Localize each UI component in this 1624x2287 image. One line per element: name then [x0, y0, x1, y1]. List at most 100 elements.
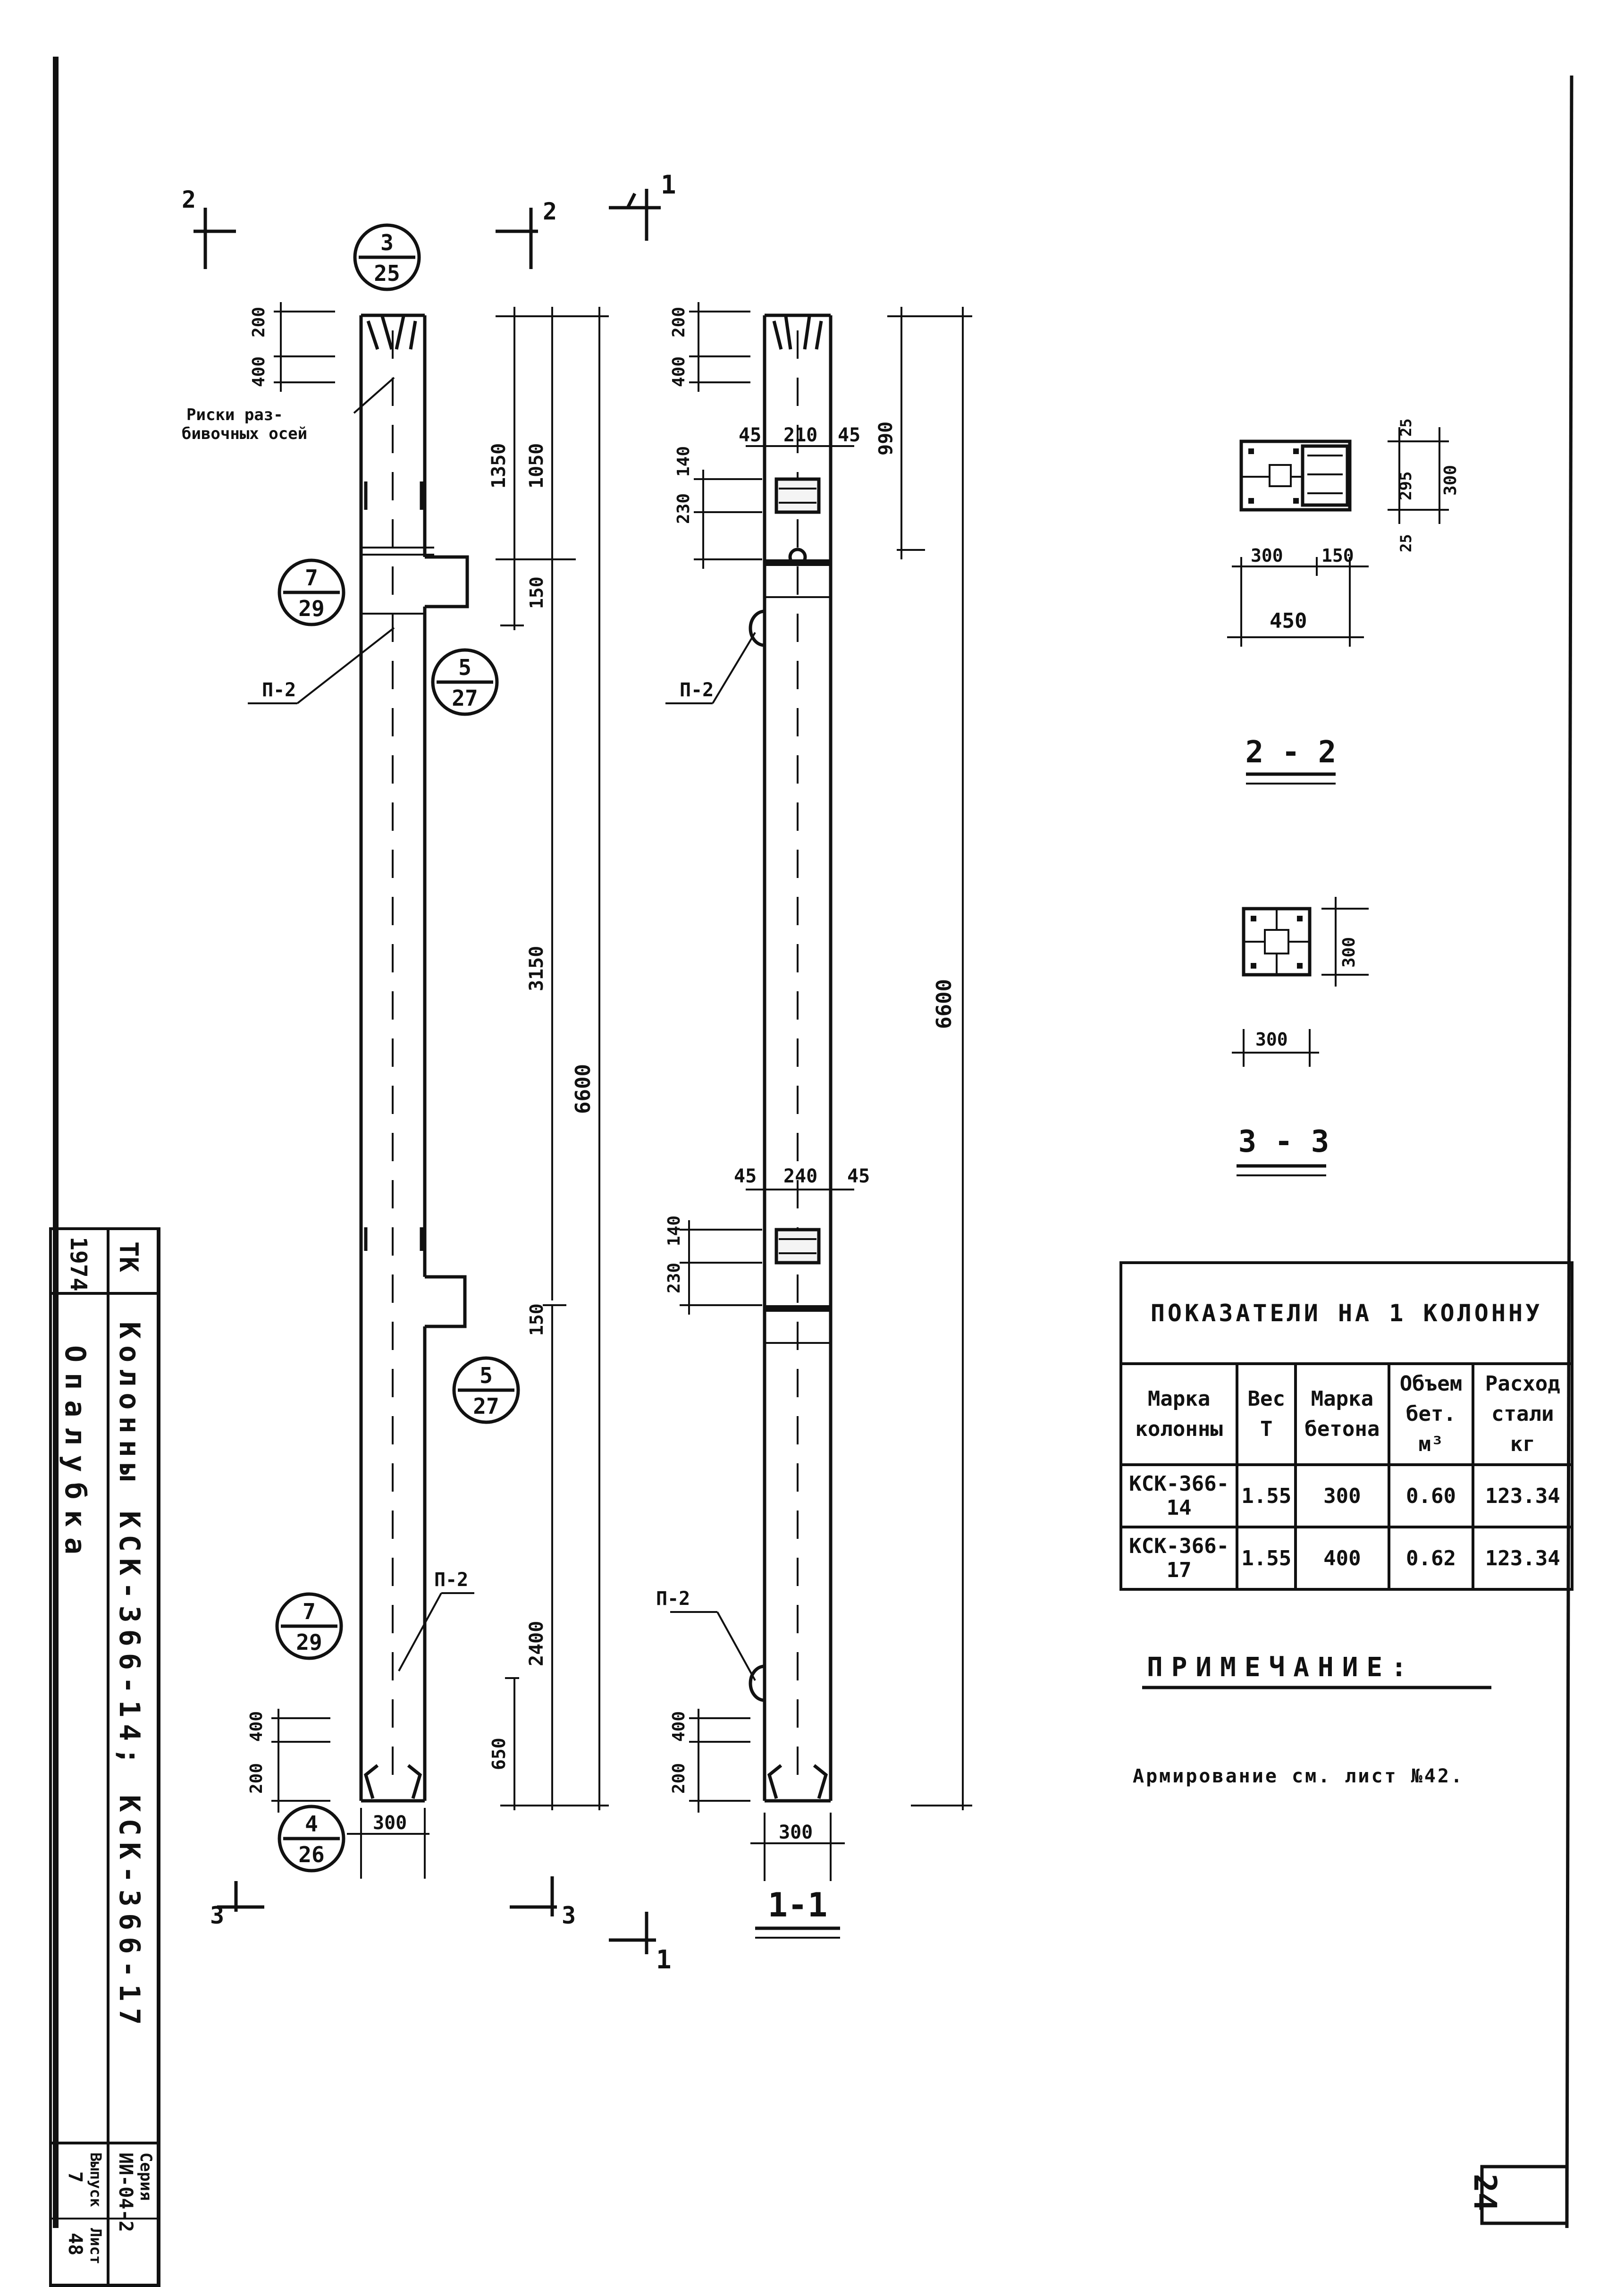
- col-header-concrete: Марка бетона: [1294, 1362, 1390, 1466]
- table-cell: 123.34: [1472, 1526, 1574, 1591]
- table-cell: 123.34: [1472, 1463, 1574, 1528]
- section-mark-2-right: 2: [496, 198, 557, 269]
- column-section-1-1: [749, 313, 833, 1803]
- svg-text:6600: 6600: [571, 1064, 595, 1114]
- title-block-issue-label: Выпуск: [87, 2152, 105, 2207]
- svg-text:7: 7: [305, 565, 318, 591]
- svg-text:45: 45: [838, 424, 860, 446]
- svg-text:4: 4: [305, 1811, 318, 1837]
- svg-text:1: 1: [656, 1945, 672, 1975]
- svg-text:5: 5: [480, 1363, 493, 1388]
- col-header-steel: Расход стали кг: [1472, 1362, 1574, 1466]
- section-mark-1-top: 1: [609, 170, 676, 241]
- table-cell: 1.55: [1236, 1526, 1297, 1591]
- section-2-2-drawing: [1239, 439, 1352, 512]
- svg-text:6600: 6600: [932, 979, 956, 1029]
- section-mark-3-right: 3: [510, 1876, 576, 1929]
- note-title: ПРИМЕЧАНИЕ:: [1147, 1652, 1415, 1683]
- svg-text:3: 3: [562, 1902, 576, 1929]
- label-p2-b: П-2: [434, 1569, 468, 1591]
- elevation-dim-texts: 400 200 1350 1050 150 3150 6600 150 2400…: [247, 307, 595, 1834]
- label-axis-marks-1: Риски раз-: [186, 405, 283, 424]
- table-cell: 0.60: [1387, 1463, 1475, 1528]
- title-block-series-label: Серия: [136, 2152, 155, 2201]
- svg-text:25: 25: [1397, 534, 1415, 552]
- label-p2-a: П-2: [262, 679, 296, 701]
- svg-text:27: 27: [473, 1393, 499, 1419]
- svg-text:300: 300: [1251, 545, 1283, 566]
- svg-text:230: 230: [674, 493, 693, 524]
- svg-text:7: 7: [303, 1599, 316, 1624]
- svg-text:1050: 1050: [526, 443, 547, 489]
- table-cell: 1.55: [1236, 1463, 1297, 1528]
- svg-text:140: 140: [665, 1215, 684, 1246]
- svg-text:240: 240: [783, 1165, 817, 1187]
- svg-text:1: 1: [661, 170, 676, 200]
- col-header-weight: Вес Т: [1236, 1362, 1297, 1466]
- svg-text:3150: 3150: [526, 946, 547, 991]
- table-cell: 300: [1294, 1463, 1390, 1528]
- title-block-sheet-value: 48: [64, 2233, 86, 2256]
- callout-4-26[interactable]: 4 26: [278, 1805, 345, 1873]
- note-text: Армирование см. лист №42.: [1133, 1765, 1464, 1787]
- svg-text:990: 990: [875, 422, 897, 456]
- svg-text:295: 295: [1397, 472, 1415, 500]
- title-block-org: ТК: [114, 1241, 143, 1273]
- column-elevation: [359, 313, 469, 1803]
- section-mark-3-left: 3: [210, 1881, 264, 1929]
- section-3-3-dims: 300 300: [1232, 897, 1369, 1067]
- svg-text:1350: 1350: [488, 443, 510, 489]
- section-3-3-drawing: [1242, 907, 1312, 977]
- svg-text:3: 3: [380, 230, 394, 255]
- svg-text:27: 27: [452, 685, 478, 711]
- svg-text:45: 45: [734, 1165, 757, 1187]
- elevation-dimensions: [271, 302, 609, 1879]
- svg-text:2400: 2400: [526, 1621, 547, 1666]
- svg-text:300: 300: [1441, 465, 1460, 496]
- callout-5-27-top[interactable]: 5 27: [431, 648, 499, 716]
- svg-text:5: 5: [458, 655, 471, 680]
- svg-text:3: 3: [210, 1902, 224, 1929]
- table-row: КСК-366-14 1.55 300 0.60 123.34: [1119, 1463, 1574, 1528]
- col-header-volume: Объем бет. м³: [1387, 1362, 1475, 1466]
- table-row: КСК-366-17 1.55 400 0.62 123.34: [1119, 1526, 1574, 1591]
- svg-text:45: 45: [847, 1165, 870, 1187]
- callout-5-27-bottom[interactable]: 5 27: [452, 1356, 520, 1424]
- page-number-box: [1480, 2165, 1569, 2225]
- title-block-series-value: ИИ-04-2: [115, 2152, 136, 2232]
- svg-text:450: 450: [1270, 609, 1307, 633]
- svg-text:200: 200: [247, 1763, 266, 1794]
- svg-text:150: 150: [1321, 545, 1354, 566]
- svg-text:300: 300: [1339, 937, 1359, 968]
- svg-text:3 - 3: 3 - 3: [1238, 1124, 1329, 1159]
- label-p2-d: П-2: [656, 1588, 690, 1610]
- svg-text:25: 25: [1397, 418, 1415, 437]
- svg-text:29: 29: [298, 596, 324, 621]
- section-1-1-dimensions: [680, 302, 972, 1881]
- section-1-1-title: 1-1: [755, 1886, 840, 1939]
- svg-text:2 - 2: 2 - 2: [1245, 735, 1337, 770]
- label-axis-marks-2: бивочных осей: [182, 424, 307, 443]
- svg-text:200: 200: [669, 1763, 689, 1794]
- svg-text:2: 2: [543, 198, 557, 225]
- svg-text:2: 2: [182, 186, 196, 213]
- callout-3-25[interactable]: 3 25: [353, 223, 421, 291]
- title-block: ТК 1974 Колонны КСК-366-14; КСК-366-17 О…: [49, 1227, 167, 2287]
- callout-7-29-top[interactable]: 7 29: [278, 558, 345, 626]
- table-cell: КСК-366-17: [1119, 1526, 1239, 1591]
- indicators-table: ПОКАЗАТЕЛИ НА 1 КОЛОННУ Марка колонны Ве…: [1119, 1261, 1574, 1591]
- frame-right-line: [1565, 75, 1574, 2228]
- table-cell: КСК-366-14: [1119, 1463, 1239, 1528]
- svg-text:29: 29: [296, 1629, 322, 1655]
- page-number: 24: [1467, 2174, 1503, 2211]
- section-2-2-dims: 300 150 450 25 295 25 300: [1227, 418, 1460, 647]
- callout-7-29-bottom[interactable]: 7 29: [275, 1592, 343, 1660]
- svg-text:210: 210: [783, 424, 817, 446]
- section-mark-2-left: 2: [182, 186, 236, 269]
- svg-text:230: 230: [665, 1263, 684, 1293]
- svg-text:150: 150: [526, 576, 547, 609]
- svg-text:150: 150: [526, 1303, 547, 1336]
- section-2-2-title: 2 - 2: [1245, 735, 1337, 785]
- svg-text:1-1: 1-1: [768, 1886, 827, 1924]
- indicators-table-heading: ПОКАЗАТЕЛИ НА 1 КОЛОННУ: [1119, 1261, 1574, 1365]
